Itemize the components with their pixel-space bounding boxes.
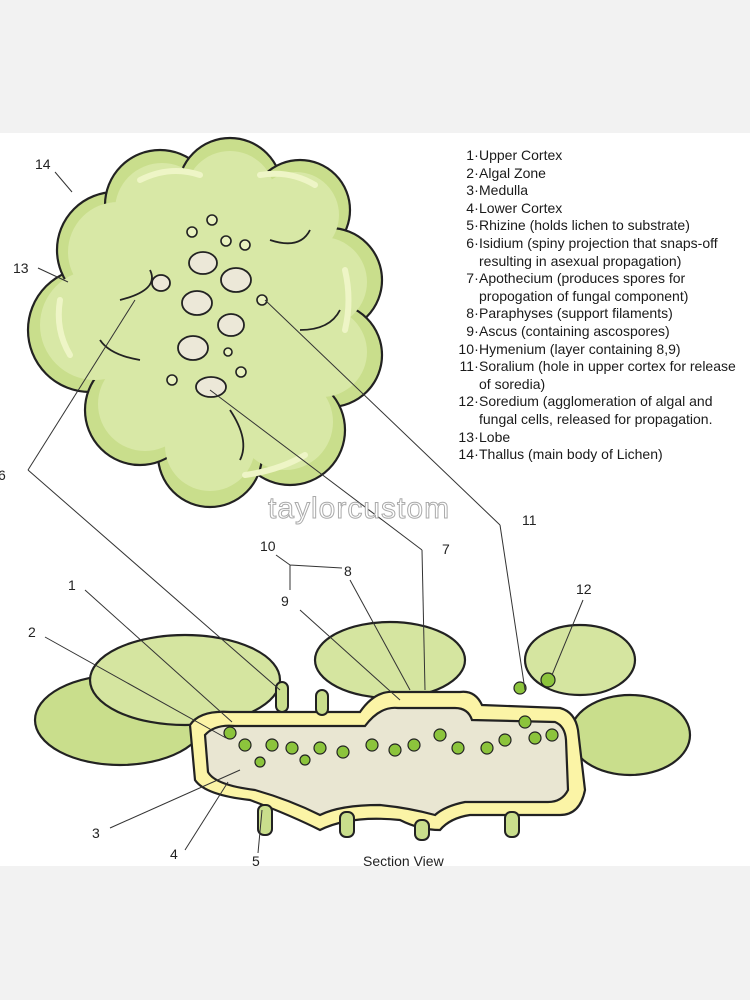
legend-text: Isidium (spiny projection that snaps-off… [479, 234, 718, 269]
callout-8: 8 [344, 563, 352, 579]
legend-item: 5·Rhizine (holds lichen to substrate) [455, 217, 749, 235]
callout-12: 12 [576, 581, 592, 597]
legend-separator: · [474, 340, 479, 357]
callout-13: 13 [13, 260, 29, 276]
callout-6: 6 [0, 467, 6, 483]
legend-text: Lower Cortex [479, 199, 563, 216]
legend-item: 6·Isidium (spiny projection that snaps-o… [455, 235, 749, 270]
legend-separator: · [474, 428, 479, 445]
legend-text: Algal Zone [479, 164, 546, 181]
legend-text: Soredium (agglomeration of algal and fun… [479, 393, 713, 427]
legend-number: 5 [466, 217, 474, 234]
legend-number: 11 [459, 358, 474, 375]
callout-3: 3 [92, 825, 100, 841]
legend-separator: · [474, 393, 479, 410]
apothecia [151, 251, 252, 398]
callout-9: 9 [281, 593, 289, 609]
legend-separator: · [474, 234, 479, 251]
legend-separator: · [474, 147, 479, 163]
lichen-diagram: 14 13 6 11 7 10 8 9 1 2 12 3 4 5 Section… [0, 136, 692, 866]
watermark: taylorcustom [268, 492, 450, 525]
callout-14: 14 [35, 156, 51, 172]
section-view [33, 620, 692, 832]
isidia-and-soralia [166, 214, 268, 386]
legend-item: 3·Medulla [455, 182, 749, 200]
legend-text: Lobe [479, 428, 511, 445]
callout-11: 11 [522, 512, 537, 528]
legend-item: 13·Lobe [455, 429, 749, 447]
legend-text: Ascus (containing ascospores) [479, 322, 670, 339]
callout-5: 5 [252, 853, 260, 866]
legend-number: 2 [466, 164, 474, 181]
legend-number: 10 [458, 340, 474, 357]
callout-1: 1 [68, 577, 76, 593]
callout-7: 7 [442, 541, 450, 557]
legend-text: Paraphyses (support filaments) [479, 305, 673, 322]
legend-separator: · [474, 217, 479, 234]
legend-separator: · [474, 164, 479, 181]
legend-separator: · [474, 358, 479, 375]
section-view-caption: Section View [363, 853, 445, 866]
legend-text: Upper Cortex [479, 147, 563, 163]
callout-4: 4 [170, 846, 178, 862]
legend-item: 8·Paraphyses (support filaments) [455, 305, 749, 323]
legend-number: 3 [466, 182, 474, 199]
legend-number: 6 [466, 234, 474, 251]
legend-text: Apothecium (produces spores for propogat… [479, 270, 689, 304]
legend-separator: · [474, 322, 479, 339]
legend-item: 14·Thallus (main body of Lichen) [455, 446, 749, 464]
legend-text: Soralium (hole in upper cortex for relea… [479, 358, 736, 392]
legend-item: 2·Algal Zone [455, 165, 749, 183]
legend-text: Rhizine (holds lichen to substrate) [479, 217, 690, 234]
legend-text: Thallus (main body of Lichen) [479, 446, 663, 463]
legend-number: 1 [466, 147, 474, 163]
legend-separator: · [474, 446, 479, 463]
legend-item: 9·Ascus (containing ascospores) [455, 323, 749, 341]
legend-item: 1·Upper Cortex [455, 147, 749, 165]
legend-number: 7 [466, 270, 474, 287]
legend-number: 8 [466, 305, 474, 322]
lobe-grooves [99, 229, 341, 461]
legend-number: 4 [466, 199, 474, 216]
legend-item: 7·Apothecium (produces spores for propog… [455, 270, 749, 305]
legend-number: 14 [458, 446, 474, 463]
lobe-highlights [55, 168, 352, 478]
callout-2: 2 [28, 624, 36, 640]
legend-item: 12·Soredium (agglomeration of algal and … [455, 393, 749, 428]
legend-text: Hymenium (layer containing 8,9) [479, 340, 681, 357]
legend-separator: · [474, 199, 479, 216]
legend-text: Medulla [479, 182, 529, 199]
legend-number: 12 [458, 393, 474, 410]
callout-10: 10 [260, 538, 276, 554]
legend-separator: · [474, 182, 479, 199]
legend-number: 9 [466, 322, 474, 339]
algal-cells [223, 672, 559, 768]
leader-lines [27, 171, 584, 854]
legend-item: 4·Lower Cortex [455, 200, 749, 218]
legend-separator: · [474, 270, 479, 287]
legend-separator: · [474, 305, 479, 322]
legend-number: 13 [458, 428, 474, 445]
legend-item: 10·Hymenium (layer containing 8,9) [455, 341, 749, 359]
diagram-canvas: 14 13 6 11 7 10 8 9 1 2 12 3 4 5 Section… [0, 133, 750, 866]
legend-item: 11·Soralium (hole in upper cortex for re… [455, 358, 749, 393]
